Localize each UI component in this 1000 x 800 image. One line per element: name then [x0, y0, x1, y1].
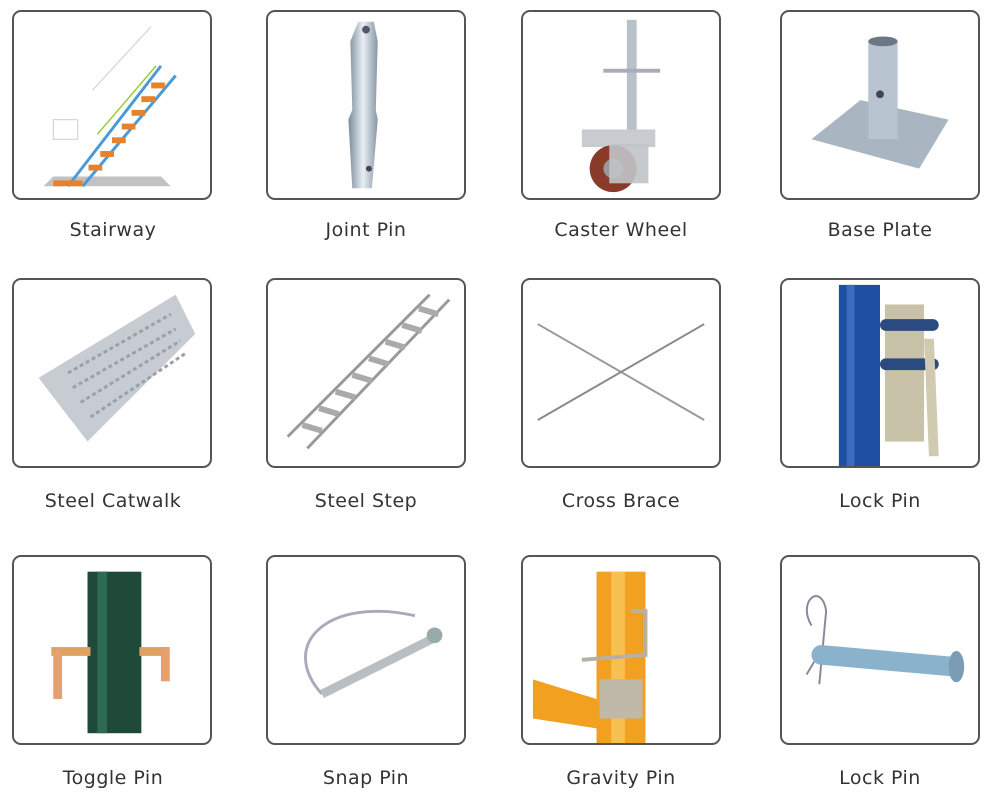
product-card-gravity-pin[interactable] — [521, 555, 721, 745]
gravity-pin-icon — [532, 571, 648, 743]
product-card-snap-pin[interactable] — [266, 555, 466, 745]
product-label: Gravity Pin — [566, 767, 676, 789]
stairway-icon — [43, 26, 177, 188]
product-label: Caster Wheel — [554, 219, 688, 241]
lock-pin-frame-icon — [838, 284, 939, 466]
product-label: Steel Catwalk — [44, 490, 182, 512]
steel-step-icon — [286, 293, 451, 450]
steel-catwalk-icon — [38, 294, 196, 442]
product-label: Steel Step — [314, 490, 418, 512]
snap-pin-icon — [304, 610, 443, 698]
product-card-stairway[interactable] — [12, 10, 212, 200]
product-card-cross-brace[interactable] — [521, 278, 721, 468]
product-card-steel-step[interactable] — [266, 278, 466, 468]
lock-pin-clevis-icon — [805, 595, 965, 685]
product-label: Snap Pin — [322, 767, 410, 789]
product-card-steel-catwalk[interactable] — [12, 278, 212, 468]
product-label: Base Plate — [827, 219, 933, 241]
joint-pin-icon — [348, 21, 378, 189]
product-label: Joint Pin — [325, 219, 407, 241]
product-label: Lock Pin — [839, 490, 921, 512]
product-card-toggle-pin[interactable] — [12, 555, 212, 745]
product-label: Lock Pin — [839, 767, 921, 789]
base-plate-icon — [811, 36, 949, 169]
product-label: Cross Brace — [561, 490, 681, 512]
toggle-pin-icon — [51, 571, 170, 734]
product-card-lock-pin-frame[interactable] — [780, 278, 980, 468]
caster-wheel-icon — [581, 19, 661, 193]
product-card-joint-pin[interactable] — [266, 10, 466, 200]
product-card-base-plate[interactable] — [780, 10, 980, 200]
product-card-caster-wheel[interactable] — [521, 10, 721, 200]
cross-brace-icon — [537, 323, 705, 421]
product-card-lock-pin-clevis[interactable] — [780, 555, 980, 745]
product-label: Toggle Pin — [62, 767, 164, 789]
product-label: Stairway — [69, 219, 157, 241]
